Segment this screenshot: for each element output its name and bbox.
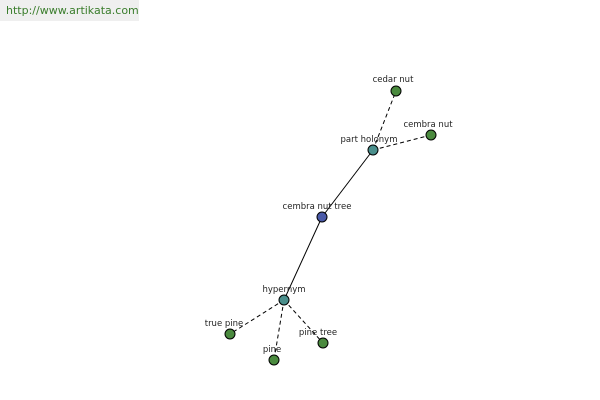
true-pine-node-label[interactable]: true pine — [205, 319, 244, 329]
hypernym-node-label[interactable]: hypernym — [262, 285, 305, 295]
source-url-banner[interactable]: http://www.artikata.com — [0, 0, 139, 21]
node-pine[interactable]: pine — [263, 345, 281, 366]
pine-tree-node-label[interactable]: pine tree — [299, 328, 337, 338]
cembra-nut-node-label[interactable]: cembra nut — [403, 120, 453, 130]
center-node-label[interactable]: cembra nut tree — [283, 202, 352, 212]
node-hypernym[interactable]: hypernym — [262, 285, 306, 306]
edge-hypernym-to-true-pine — [229, 299, 285, 335]
cedar-nut-node-label[interactable]: cedar nut — [373, 75, 414, 85]
node-center[interactable]: cembra nut tree — [283, 202, 352, 223]
pine-node-label[interactable]: pine — [263, 345, 281, 355]
hypernym-node-circle[interactable] — [278, 294, 290, 306]
part-holonym-node-label[interactable]: part holonym — [341, 135, 398, 145]
edge-center-to-part-holonym — [321, 149, 374, 218]
node-part-holonym[interactable]: part holonym — [341, 135, 398, 156]
edge-hypernym-to-pine-tree — [283, 299, 324, 344]
node-cedar-nut[interactable]: cedar nut — [373, 75, 414, 97]
node-pine-tree[interactable]: pine tree — [299, 328, 337, 349]
node-cembra-nut[interactable]: cembra nut — [403, 120, 453, 141]
node-true-pine[interactable]: true pine — [205, 319, 244, 340]
part-holonym-node-circle[interactable] — [367, 144, 379, 156]
cedar-nut-node-circle[interactable] — [390, 85, 402, 97]
edge-part-holonym-to-cedar-nut — [372, 90, 397, 151]
pine-node-circle[interactable] — [268, 354, 280, 366]
edge-center-to-hypernym — [283, 216, 323, 301]
cembra-nut-node-circle[interactable] — [425, 129, 437, 141]
edge-part-holonym-to-cembra-nut — [372, 134, 432, 151]
center-node-circle[interactable] — [316, 211, 328, 223]
true-pine-node-circle[interactable] — [224, 328, 236, 340]
edge-hypernym-to-pine — [273, 299, 285, 361]
pine-tree-node-circle[interactable] — [317, 337, 329, 349]
